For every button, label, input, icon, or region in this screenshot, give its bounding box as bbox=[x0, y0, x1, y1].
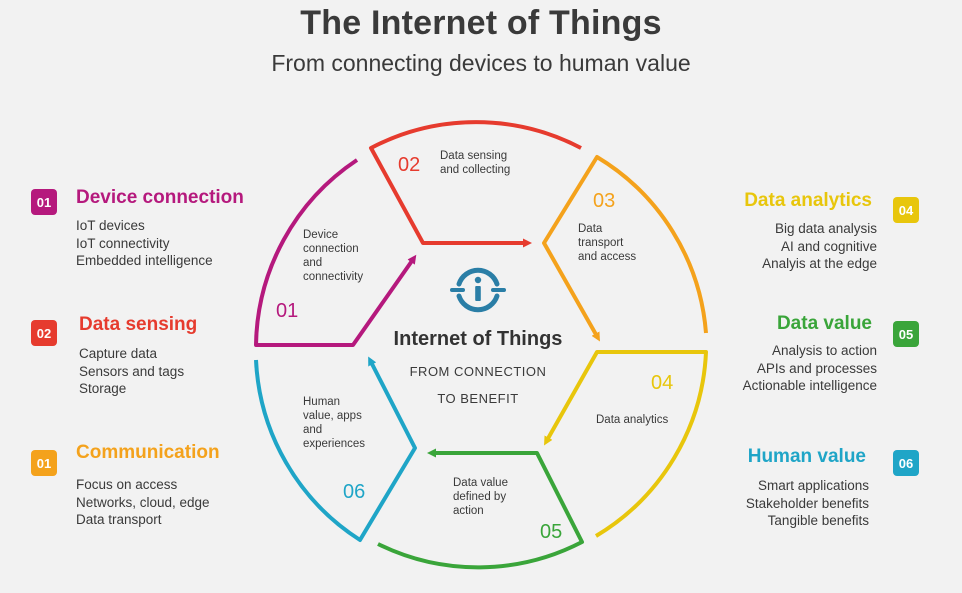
segment-06-text: Human value, apps and experiences bbox=[303, 396, 365, 450]
right-badge-5: 05 bbox=[893, 321, 919, 347]
list-item: Data transport bbox=[76, 512, 162, 527]
center-subtitle-line-2: TO BENEFIT bbox=[437, 391, 518, 406]
right-list-human-value: Smart applications Stakeholder benefits … bbox=[746, 477, 869, 530]
list-item: AI and cognitive bbox=[780, 238, 877, 254]
list-item: IoT connectivity bbox=[76, 235, 170, 251]
center-title: Internet of Things bbox=[394, 328, 563, 350]
segment-05 bbox=[377, 448, 584, 570]
seg-line: value, apps bbox=[303, 410, 362, 422]
list-item: Embedded intelligence bbox=[76, 253, 213, 268]
seg-line: and access bbox=[578, 251, 636, 263]
seg-line: and bbox=[303, 424, 322, 436]
left-badge-1: 01 bbox=[31, 189, 57, 215]
list-item: IoT devices bbox=[76, 218, 145, 233]
list-item: Big data analysis bbox=[774, 221, 877, 236]
left-list-communication: Focus on access Networks, cloud, edge Da… bbox=[76, 476, 210, 529]
right-badge-6: 06 bbox=[893, 450, 919, 476]
segment-02 bbox=[369, 120, 582, 248]
segment-04-number: 04 bbox=[651, 372, 673, 394]
left-badge-3: 01 bbox=[31, 450, 57, 476]
seg-line: Data value bbox=[453, 477, 508, 489]
seg-line: transport bbox=[578, 237, 624, 249]
seg-line: connectivity bbox=[303, 271, 363, 283]
segment-06 bbox=[254, 356, 417, 542]
segment-02-text: Data sensing and collecting bbox=[440, 150, 510, 176]
list-item: Tangible benefits bbox=[767, 513, 869, 528]
seg-line: Human bbox=[303, 396, 340, 408]
seg-line: experiences bbox=[303, 438, 365, 450]
seg-line: Data bbox=[578, 223, 603, 235]
segment-03-text: Data transport and access bbox=[578, 223, 636, 263]
seg-line: and bbox=[303, 257, 322, 269]
iot-logo-icon bbox=[450, 267, 506, 313]
right-title-data-value: Data value bbox=[776, 313, 872, 334]
right-title-human-value: Human value bbox=[747, 446, 866, 467]
left-list-data-sensing: Capture data Sensors and tags Storage bbox=[79, 345, 184, 398]
list-item: Sensors and tags bbox=[79, 363, 185, 379]
list-item: Stakeholder benefits bbox=[745, 495, 869, 511]
segment-04-text: Data analytics bbox=[596, 414, 668, 426]
segment-05-number: 05 bbox=[540, 521, 562, 543]
segment-05-text: Data value defined by action bbox=[453, 477, 508, 517]
list-item: Analyis at the edge bbox=[762, 256, 877, 271]
page-title: The Internet of Things bbox=[300, 4, 662, 42]
left-title-communication: Communication bbox=[76, 442, 220, 463]
left-list-device-connection: IoT devices IoT connectivity Embedded in… bbox=[76, 217, 213, 270]
segment-01-number: 01 bbox=[276, 300, 298, 322]
segment-03-number: 03 bbox=[593, 190, 615, 212]
seg-line: Data analytics bbox=[596, 414, 668, 426]
page-subtitle: From connecting devices to human value bbox=[271, 50, 691, 76]
right-badge-4: 04 bbox=[893, 197, 919, 223]
left-title-data-sensing: Data sensing bbox=[79, 314, 198, 335]
segment-02-number: 02 bbox=[398, 154, 420, 176]
seg-line: and collecting bbox=[440, 164, 510, 176]
segment-06-number: 06 bbox=[343, 481, 365, 503]
left-title-device-connection: Device connection bbox=[76, 187, 244, 208]
list-item: Capture data bbox=[79, 346, 158, 361]
seg-line: defined by bbox=[453, 491, 506, 503]
seg-line: connection bbox=[303, 243, 359, 255]
list-item: Storage bbox=[79, 381, 127, 396]
list-item: Smart applications bbox=[757, 478, 869, 493]
center-subtitle-line-1: FROM CONNECTION bbox=[410, 364, 547, 379]
list-item: Focus on access bbox=[76, 477, 178, 492]
right-list-data-value: Analysis to action APIs and processes Ac… bbox=[743, 342, 877, 395]
left-badge-2: 02 bbox=[31, 320, 57, 346]
segment-03 bbox=[542, 155, 708, 342]
seg-line: Device bbox=[303, 229, 338, 241]
list-item: APIs and processes bbox=[756, 360, 877, 376]
seg-line: action bbox=[453, 505, 484, 517]
list-item: Analysis to action bbox=[771, 343, 877, 358]
list-item: Networks, cloud, edge bbox=[76, 494, 210, 510]
seg-line: Data sensing bbox=[440, 150, 507, 162]
segment-01 bbox=[254, 158, 417, 347]
segment-01-text: Device connection and connectivity bbox=[303, 229, 363, 283]
right-title-data-analytics: Data analytics bbox=[744, 190, 872, 211]
segment-04 bbox=[544, 350, 708, 538]
list-item: Actionable intelligence bbox=[742, 378, 877, 393]
right-list-data-analytics: Big data analysis AI and cognitive Analy… bbox=[762, 220, 877, 273]
